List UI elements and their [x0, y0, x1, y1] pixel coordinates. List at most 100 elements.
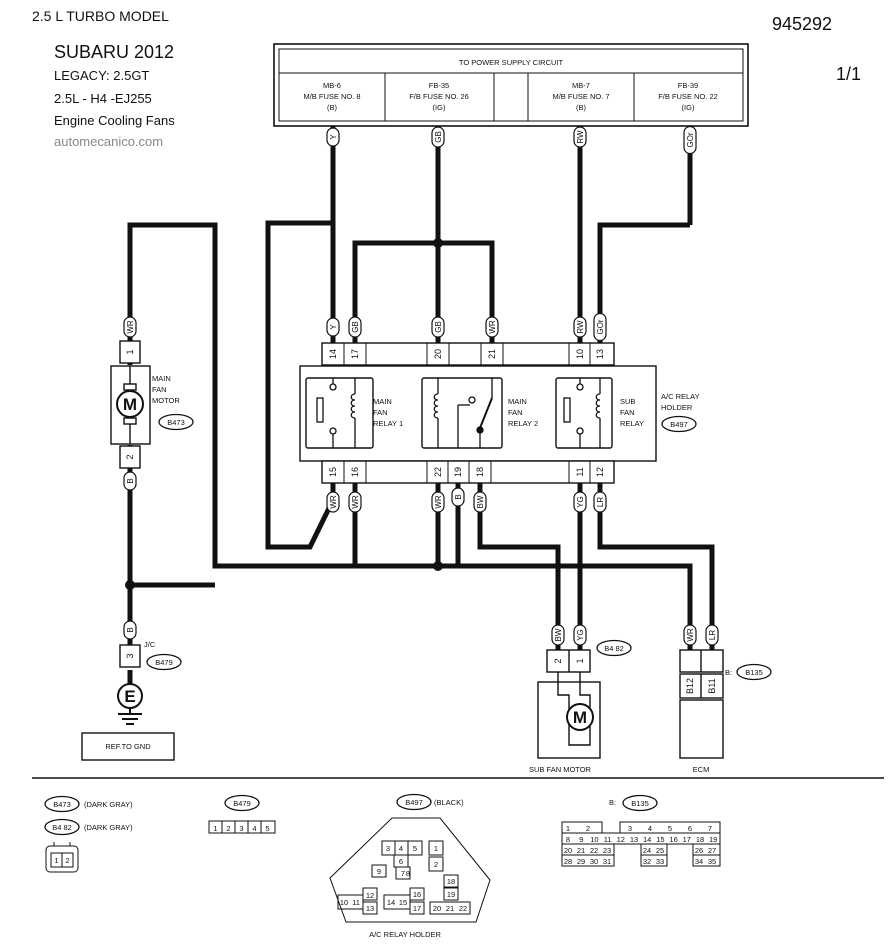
- joint-connector: [81, 644, 175, 761]
- legend-b479-pin: 5: [265, 824, 269, 833]
- svg-text:RW: RW: [576, 130, 585, 144]
- legend-holder-pin: 8: [406, 869, 410, 878]
- pin-11: 11: [575, 467, 585, 476]
- site-watermark: automecanico.com: [54, 134, 164, 149]
- wire-label-out-b: B: [451, 487, 465, 507]
- legend-b135-pin: 2: [586, 824, 590, 833]
- relay-internals: [316, 378, 601, 448]
- legend-b135-pin: 31: [603, 857, 611, 866]
- legend-b479-pin: 1: [213, 824, 217, 833]
- svg-text:YG: YG: [576, 629, 585, 641]
- svg-text:GOr: GOr: [686, 132, 695, 147]
- wire-label-in-y: Y: [326, 317, 340, 337]
- legend-b479-pin: 2: [226, 824, 230, 833]
- motor-pin-1: 1: [125, 349, 135, 354]
- sub-motor-connector-id: B4 82: [596, 639, 632, 657]
- svg-text:BW: BW: [554, 628, 563, 641]
- wire-label-in-gor: GOr: [593, 312, 607, 342]
- legend-b135-pin: 5: [668, 824, 672, 833]
- fuse-fb39-circuit: (IG): [682, 103, 695, 112]
- wire-label-sub-yg: YG: [573, 624, 587, 646]
- pin-22: 22: [433, 467, 443, 477]
- legend-b482-color: (DARK GRAY): [84, 823, 133, 832]
- power-supply-box: [273, 43, 749, 127]
- main-fan-motor-label-3: MOTOR: [152, 396, 180, 405]
- svg-text:B497: B497: [670, 420, 688, 429]
- svg-text:Y: Y: [329, 134, 338, 140]
- legend-b135-pin: 1: [566, 824, 570, 833]
- svg-text:RW: RW: [576, 320, 585, 334]
- legend-holder-pin: 12: [366, 891, 374, 900]
- pin-19: 19: [453, 467, 463, 477]
- legend-b135-id: B135: [622, 794, 658, 812]
- legend-b135-prefix: B:: [609, 798, 616, 807]
- pin-separators: [343, 343, 591, 483]
- pin-17: 17: [350, 349, 360, 359]
- wire-label-in-gb2: GB: [431, 316, 445, 338]
- sub-relay-label-2: FAN: [620, 408, 635, 417]
- legend-b473-id: B473: [44, 795, 80, 813]
- legend-b135-pin: 24: [643, 846, 651, 855]
- legend-b135-pin: 3: [628, 824, 632, 833]
- wire-label-ecm-lr: LR: [705, 624, 719, 646]
- pin-21: 21: [487, 349, 497, 359]
- wire-label-top-gb: GB: [431, 126, 445, 148]
- legend-b135-pin: 7: [708, 824, 712, 833]
- sub-motor-pin-1: 1: [575, 658, 585, 663]
- system-line: Engine Cooling Fans: [54, 113, 175, 128]
- diagram-code: 945292: [772, 14, 833, 34]
- legend-b135-pin: 12: [617, 835, 625, 844]
- pin-15: 15: [328, 467, 338, 477]
- svg-text:B479: B479: [233, 799, 251, 808]
- legend-b135-pin: 13: [630, 835, 638, 844]
- svg-text:B: B: [454, 494, 463, 499]
- pin-16: 16: [350, 467, 360, 477]
- relay-holder-box: [299, 342, 657, 484]
- svg-text:WR: WR: [351, 495, 360, 509]
- legend-b135-pin: 4: [648, 824, 652, 833]
- pin-13: 13: [595, 349, 605, 359]
- legend-holder-pin: 18: [447, 877, 455, 886]
- legend-b479-id: B479: [224, 794, 260, 812]
- legend-b135-pin: 8: [566, 835, 570, 844]
- ecm-prefix: B:: [725, 668, 732, 677]
- legend-b135-pin: 20: [564, 846, 572, 855]
- fuse-mb6-id: MB-6: [323, 81, 341, 90]
- wire-label-top-y: Y: [326, 127, 340, 147]
- svg-text:B479: B479: [155, 658, 173, 667]
- legend-b135-pin: 9: [579, 835, 583, 844]
- svg-text:B4 82: B4 82: [604, 644, 624, 653]
- wire-label-left-b: B: [123, 471, 137, 491]
- legend-holder-pin: 22: [459, 904, 467, 913]
- fuse-mb7-id: MB-7: [572, 81, 590, 90]
- sub-fan-motor-label: SUB FAN MOTOR: [529, 765, 592, 774]
- wire-label-out-wr1: WR: [326, 491, 340, 513]
- legend-holder-caption: A/C RELAY HOLDER: [369, 930, 441, 939]
- legend-b135-pin: 19: [709, 835, 717, 844]
- ref-gnd-label: REF.TO GND: [105, 742, 151, 751]
- model-line: LEGACY: 2.5GT: [54, 68, 150, 83]
- fuse-mb6-name: M/B FUSE NO. 8: [303, 92, 360, 101]
- model-label: 2.5 L TURBO MODEL: [32, 8, 169, 24]
- legend-b135-pin: 10: [590, 835, 598, 844]
- legend-holder-pin: 14: [387, 898, 395, 907]
- legend-b135-pin: 25: [656, 846, 664, 855]
- ecm-label: ECM: [693, 765, 710, 774]
- wire-label-out-bw: BW: [473, 491, 487, 513]
- svg-text:WR: WR: [686, 628, 695, 642]
- svg-text:Y: Y: [329, 324, 338, 330]
- legend-b135-pin: 16: [669, 835, 677, 844]
- legend-holder-pin: 9: [377, 867, 381, 876]
- sub-fan-motor-symbol: M: [573, 708, 587, 727]
- svg-text:WR: WR: [126, 320, 135, 334]
- legend-b135-pin: 26: [695, 846, 703, 855]
- legend-outlines: [45, 817, 721, 923]
- relay-holder-connector-id: B497: [661, 415, 697, 433]
- relay-holder-label-2: HOLDER: [661, 403, 693, 412]
- jc-pin-3: 3: [125, 653, 135, 658]
- svg-text:B473: B473: [167, 418, 185, 427]
- ecm-unit: [679, 649, 724, 759]
- sub-motor-pin-2: 2: [553, 658, 563, 663]
- legend-b135-pin: 27: [708, 846, 716, 855]
